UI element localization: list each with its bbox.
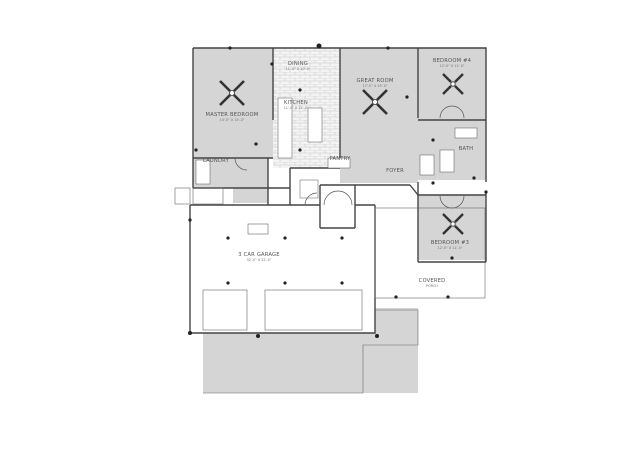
- light-marker: [340, 281, 344, 285]
- great-room-area: [340, 48, 418, 183]
- light-marker: [283, 281, 287, 285]
- light-marker: [472, 176, 476, 180]
- light-marker: [450, 256, 454, 260]
- light-marker: [446, 295, 450, 299]
- light-marker: [431, 138, 435, 142]
- light-marker: [340, 236, 344, 240]
- attic-access: [247, 223, 269, 235]
- light-marker: [484, 190, 488, 194]
- bathtub: [454, 127, 478, 139]
- pantry-label: PANTRY: [329, 156, 351, 162]
- vanity: [439, 149, 455, 173]
- kitchen-counter: [277, 97, 293, 159]
- light-marker: [254, 142, 258, 146]
- thin-lines: [174, 187, 486, 394]
- door-icon-foyer-left: [323, 190, 339, 206]
- covered-dims: PORCH: [426, 284, 438, 288]
- light-marker: [386, 46, 390, 50]
- light-marker: [228, 46, 232, 50]
- light-marker: [226, 281, 230, 285]
- closet-area: [233, 158, 268, 203]
- ceiling-fan-icon-bedroom-top: [442, 73, 464, 95]
- light-marker: [375, 334, 379, 338]
- mud-bench: [192, 187, 224, 205]
- washer-dryer: [195, 159, 211, 185]
- fixtures: [195, 97, 478, 199]
- light-marker: [283, 236, 287, 240]
- light-marker: [188, 218, 192, 222]
- porch-outline: [203, 309, 419, 394]
- covered-porch-right: [374, 207, 486, 299]
- door-icon-laundry: [234, 157, 248, 171]
- dining-label: DINING: [288, 61, 308, 67]
- door-icon-bedroom-top-right: [451, 105, 465, 119]
- ceiling-fan-icon-great-room: [362, 89, 388, 115]
- garage-door-right: [264, 289, 363, 331]
- master-dims: 14'-0" X 15'-0": [220, 118, 245, 122]
- light-marker: [270, 62, 274, 66]
- garage-door-left: [202, 289, 248, 331]
- kitchen-dims: 11'-0" X 12'-0": [284, 106, 309, 110]
- ceiling-fan-icon-master: [219, 80, 245, 106]
- porch-left-cover: [203, 330, 363, 393]
- bedroom-bottom-area: [418, 195, 486, 260]
- garage-label: 3 CAR GARAGE: [238, 252, 280, 258]
- light-fixture-markers: [188, 43, 488, 338]
- light-marker: [405, 95, 409, 99]
- bedroom-bottom-dims: 12'-0" X 11'-0": [438, 246, 463, 250]
- door-swings: [234, 105, 465, 209]
- bath-label: BATH: [459, 146, 474, 152]
- great-room-dims: 17'-0" X 19'-0": [363, 84, 388, 88]
- side-step: [174, 187, 191, 205]
- door-icon-bedroom-top-left: [439, 105, 453, 119]
- garage-dims: 32'-0" X 22'-0": [247, 258, 272, 262]
- foyer-label: FOYER: [386, 168, 404, 174]
- kitchen-island: [307, 107, 323, 143]
- master-label: MASTER BEDROOM: [206, 112, 259, 118]
- light-marker: [431, 181, 435, 185]
- door-icon-foyer-right: [337, 190, 353, 206]
- door-icon-bedroom-bottom-left: [439, 195, 453, 209]
- garage-floor: [190, 208, 375, 333]
- bedroom-top-label: BEDROOM #4: [433, 58, 472, 64]
- laundry-label: LAUNDRY: [203, 158, 230, 164]
- light-marker: [256, 334, 260, 338]
- covered-label: COVERED: [419, 278, 446, 284]
- light-marker: [194, 148, 198, 152]
- light-marker: [298, 88, 302, 92]
- shower: [419, 154, 435, 176]
- light-marker: [394, 295, 398, 299]
- door-icon-garage: [304, 192, 318, 206]
- bedroom-bottom-label: BEDROOM #3: [431, 240, 469, 246]
- master-bedroom-area: [193, 48, 273, 158]
- pantry-shelf: [327, 157, 351, 169]
- door-icon-bedroom-bottom-right: [451, 195, 465, 209]
- light-marker: [226, 236, 230, 240]
- light-marker: [188, 331, 192, 335]
- ceiling-fan-icon-bedroom-bottom: [442, 213, 464, 235]
- dining-dims: 11'-0" X 10'-0": [286, 67, 311, 71]
- light-marker: [298, 148, 302, 152]
- great-room-label: GREAT ROOM: [356, 78, 393, 84]
- bedroom-top-dims: 12'-0" X 11'-0": [440, 64, 465, 68]
- room-labels: DINING 11'-0" X 10'-0" GREAT ROOM 17'-0"…: [203, 58, 473, 288]
- light-marker: [316, 43, 322, 49]
- kitchen-label: KITCHEN: [284, 100, 308, 106]
- entry-closet: [299, 179, 319, 199]
